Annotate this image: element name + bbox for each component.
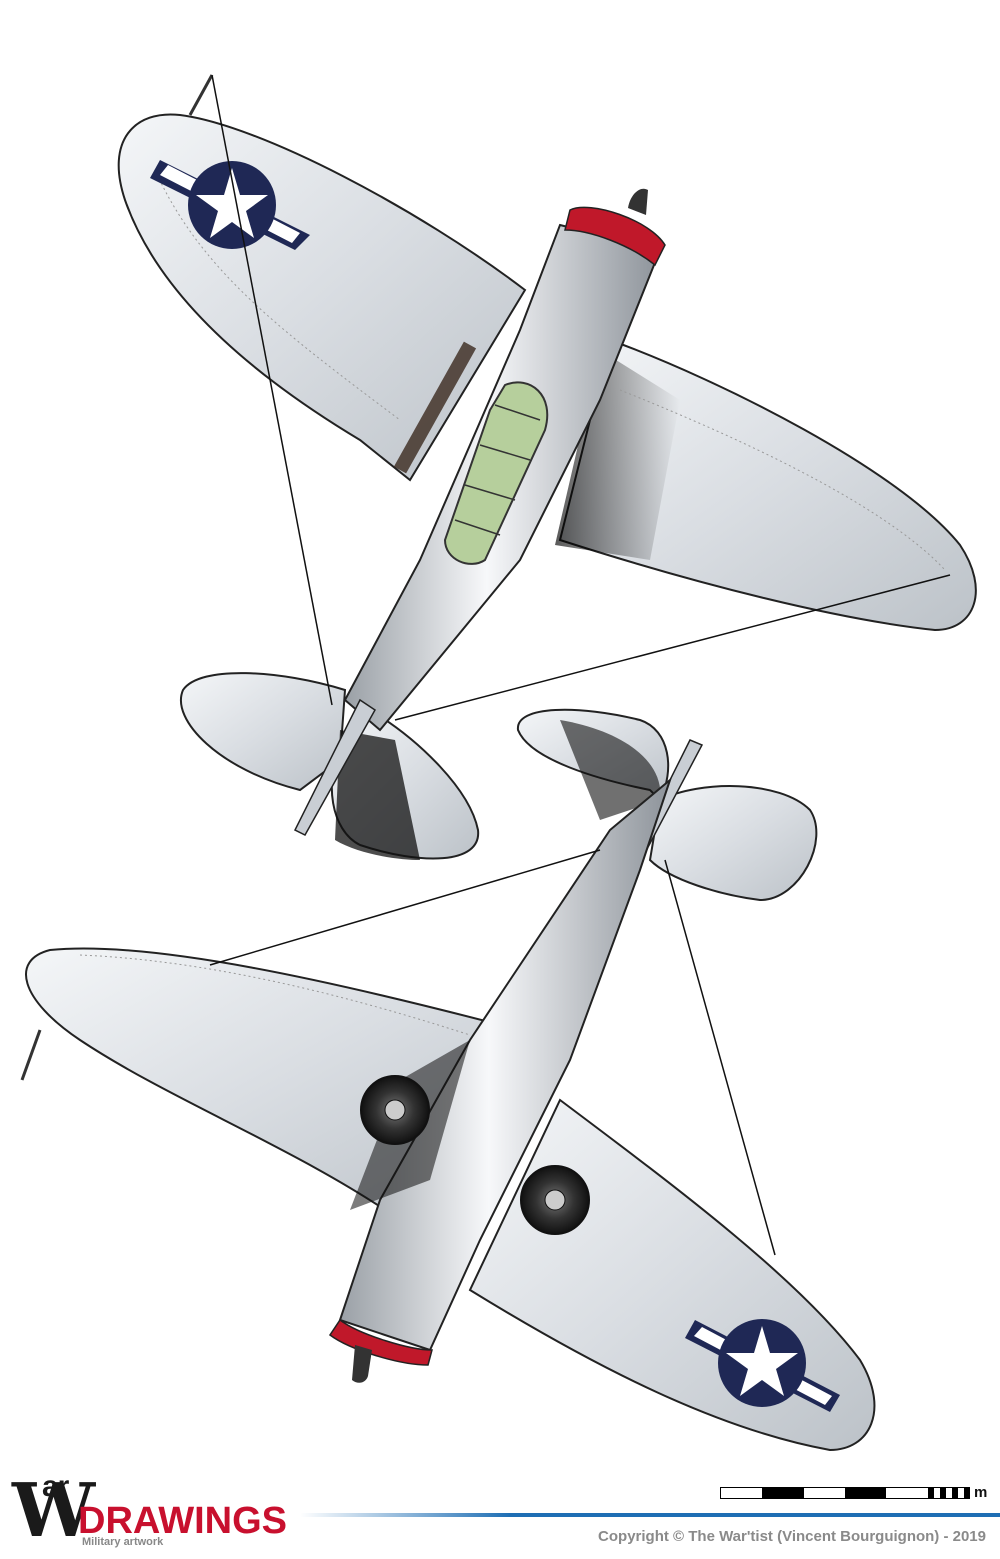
bottom-roundel xyxy=(685,1319,840,1412)
scale-unit-label: m xyxy=(974,1484,988,1501)
top-roundel xyxy=(150,160,310,250)
top-left-tailplane xyxy=(180,672,347,792)
scale-bar xyxy=(720,1487,970,1499)
bottom-spinner xyxy=(328,1318,433,1366)
bottom-view-aircraft xyxy=(20,708,876,1452)
top-view-aircraft xyxy=(117,74,977,860)
top-canopy xyxy=(443,381,549,565)
right-wheel xyxy=(520,1165,590,1235)
bottom-fuselage xyxy=(338,776,673,1352)
top-spinner xyxy=(564,206,666,267)
bottom-right-tailplane xyxy=(648,785,818,902)
scale-segment xyxy=(927,1488,969,1498)
scale-segment xyxy=(886,1488,928,1498)
scale-segment xyxy=(844,1488,887,1498)
logo-name: DRAWINGS xyxy=(78,1500,287,1542)
logo-initial: W xyxy=(12,1468,96,1554)
top-left-wing xyxy=(117,113,527,482)
left-wheel xyxy=(360,1075,430,1145)
logo-prefix: ar xyxy=(42,1470,69,1503)
copyright-notice: Copyright © The War'tist (Vincent Bourgu… xyxy=(598,1528,986,1545)
wardrawings-logo: W ar DRAWINGS Military artwork xyxy=(12,1470,332,1555)
scale-segment xyxy=(803,1488,845,1498)
logo-tagline: Military artwork xyxy=(82,1536,164,1548)
scale-segment xyxy=(721,1488,763,1498)
footer-divider xyxy=(300,1513,1000,1517)
scale-segment xyxy=(762,1488,804,1498)
